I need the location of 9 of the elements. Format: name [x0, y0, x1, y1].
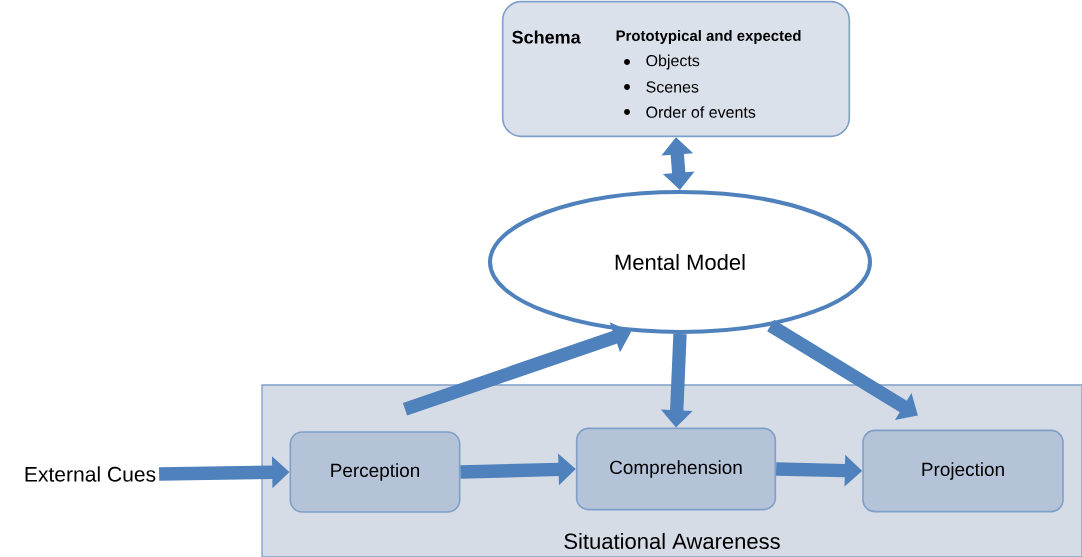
process-box: Projection [862, 429, 1064, 513]
subheading: Prototypical and expected [616, 30, 801, 44]
bullet-item: Objects [646, 54, 700, 70]
bullet-item: Order of events [646, 106, 756, 118]
bullet-item: Scenes [646, 81, 699, 93]
process-box: Comprehension [575, 427, 777, 511]
cue-label: External Cues [25, 466, 156, 482]
process-box: Perception [289, 431, 461, 513]
heading: Schema [512, 30, 581, 44]
